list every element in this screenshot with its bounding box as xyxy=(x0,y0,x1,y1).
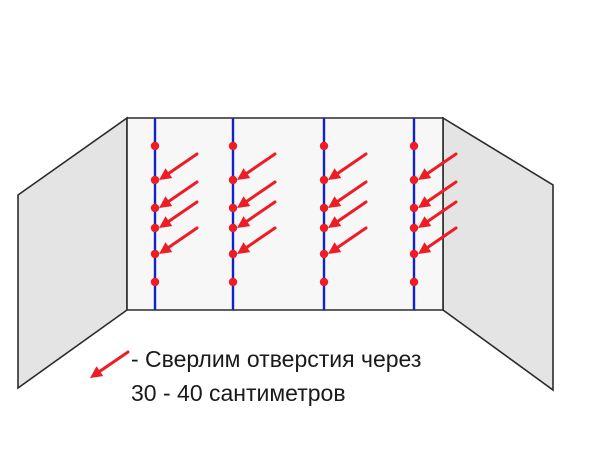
drill-hole-marker xyxy=(150,141,160,151)
hole-arrow-icon xyxy=(159,152,199,180)
legend-line-2: 30 - 40 сантиметров xyxy=(131,380,346,406)
hole-arrow-icon xyxy=(237,226,277,254)
hole-arrow-icon xyxy=(159,226,199,254)
drill-hole-marker xyxy=(228,175,238,185)
hole-arrow-icon xyxy=(418,180,458,208)
drill-hole-marker xyxy=(409,277,419,287)
drill-hole-marker xyxy=(150,223,160,233)
legend-line-1: - Сверлим отверстия через xyxy=(131,346,422,372)
drill-hole-marker xyxy=(409,141,419,151)
left-wall xyxy=(17,116,128,390)
drill-hole-marker xyxy=(150,277,160,287)
drill-hole-marker xyxy=(228,277,238,287)
drill-hole-marker xyxy=(150,203,160,213)
legend-arrow-shape xyxy=(90,350,130,378)
drill-columns xyxy=(150,118,458,310)
drill-hole-marker xyxy=(409,249,419,259)
hole-arrow-icon xyxy=(418,226,458,254)
hole-arrow-icon xyxy=(418,152,458,180)
hole-arrow-icon xyxy=(328,200,368,228)
drill-hole-marker xyxy=(319,249,329,259)
hole-arrow-icon xyxy=(328,226,368,254)
drill-hole-marker xyxy=(228,249,238,259)
drill-hole-marker xyxy=(150,249,160,259)
hole-arrow-icon xyxy=(159,200,199,228)
drill-column-2 xyxy=(228,118,277,310)
red-arrow-icon xyxy=(90,350,130,378)
drill-hole-marker xyxy=(409,175,419,185)
hole-arrow-icon xyxy=(418,200,458,228)
drill-hole-marker xyxy=(228,203,238,213)
drill-hole-marker xyxy=(319,277,329,287)
drill-hole-marker xyxy=(319,175,329,185)
hole-arrow-icon xyxy=(237,180,277,208)
drill-hole-marker xyxy=(409,223,419,233)
hole-arrow-icon xyxy=(328,180,368,208)
drill-hole-marker xyxy=(150,175,160,185)
drill-column-1 xyxy=(150,118,199,310)
drill-hole-marker xyxy=(319,223,329,233)
hole-arrow-icon xyxy=(237,200,277,228)
drill-hole-marker xyxy=(228,223,238,233)
drill-hole-marker xyxy=(319,141,329,151)
drill-hole-marker xyxy=(228,141,238,151)
drill-column-3 xyxy=(319,118,368,310)
drill-column-4 xyxy=(409,118,458,310)
hole-arrow-icon xyxy=(328,152,368,180)
drill-hole-marker xyxy=(409,203,419,213)
hole-arrow-icon xyxy=(159,180,199,208)
drill-hole-marker xyxy=(319,203,329,213)
back-wall xyxy=(126,117,444,311)
hole-arrow-icon xyxy=(237,152,277,180)
